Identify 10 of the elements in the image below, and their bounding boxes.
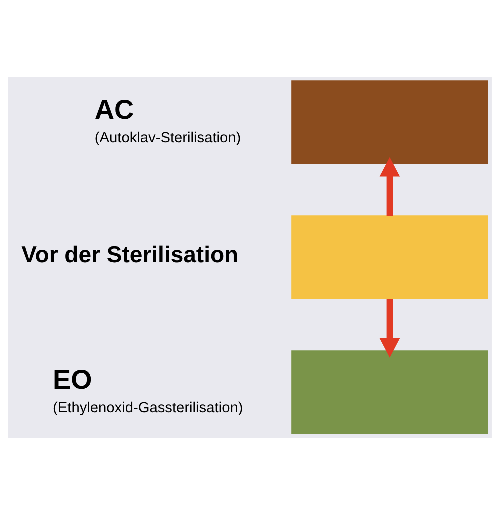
arrow	[380, 298, 400, 358]
node-label: (Ethylenoxid-Gassterilisation)	[53, 400, 244, 416]
node-box	[292, 350, 488, 434]
node-label: Vor der Sterilisation	[22, 240, 239, 267]
node-label: AC	[94, 94, 134, 125]
node-box	[292, 80, 488, 164]
node-label: (Autoklav-Sterilisation)	[94, 130, 242, 146]
node-box	[292, 215, 488, 299]
arrow	[380, 156, 400, 216]
node-label: EO	[53, 364, 92, 395]
